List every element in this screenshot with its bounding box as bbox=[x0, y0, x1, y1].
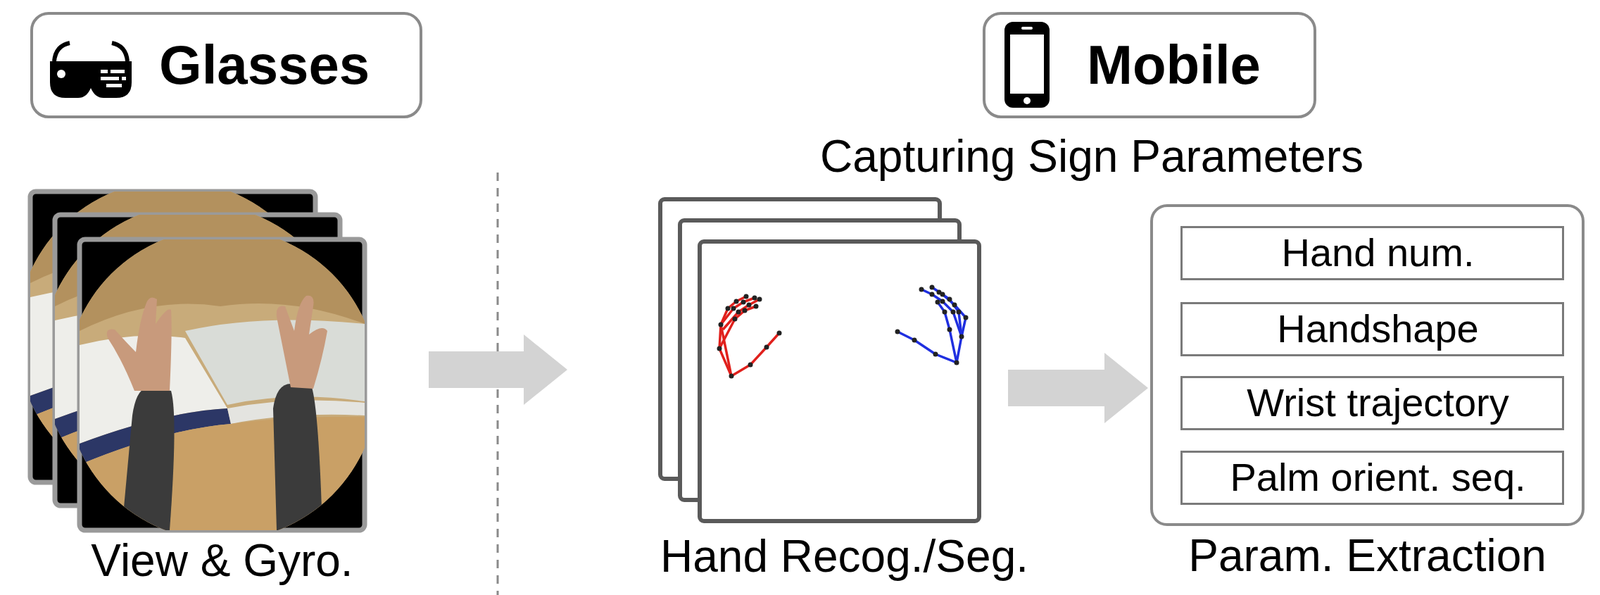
box-label: Glasses bbox=[159, 33, 370, 98]
camera-frames bbox=[30, 191, 365, 531]
stage-label: View & Gyro. bbox=[90, 534, 353, 588]
box-label: Handshape bbox=[1276, 306, 1479, 352]
parameter-box: Wrist trajectory bbox=[1180, 375, 1565, 431]
skeleton-frames bbox=[660, 199, 980, 521]
section-title: Capturing Sign Parameters bbox=[820, 130, 1364, 184]
box-label: Wrist trajectory bbox=[1246, 380, 1509, 426]
stage-label: Param. Extraction bbox=[1188, 530, 1547, 583]
image-stack: View & Gyro. bbox=[30, 191, 365, 531]
device-header: Glasses bbox=[30, 11, 423, 119]
parameter-box: Hand num. bbox=[1180, 225, 1565, 281]
flow-arrow bbox=[1008, 352, 1149, 424]
box-label: Mobile bbox=[1086, 33, 1261, 98]
stage-label: Hand Recog./Seg. bbox=[660, 530, 1029, 583]
parameter-group: Param. ExtractionHand num.HandshapeWrist… bbox=[1150, 204, 1585, 526]
device-header: Mobile bbox=[982, 11, 1317, 119]
glasses-icon bbox=[49, 42, 132, 98]
flow-arrow bbox=[428, 334, 568, 405]
box-label: Hand num. bbox=[1281, 230, 1475, 276]
parameter-box: Palm orient. seq. bbox=[1180, 450, 1565, 505]
image-stack: Hand Recog./Seg. bbox=[658, 197, 980, 523]
box-label: Palm orient. seq. bbox=[1229, 454, 1526, 500]
parameter-box: Handshape bbox=[1180, 301, 1565, 357]
phone-icon bbox=[1004, 21, 1050, 108]
